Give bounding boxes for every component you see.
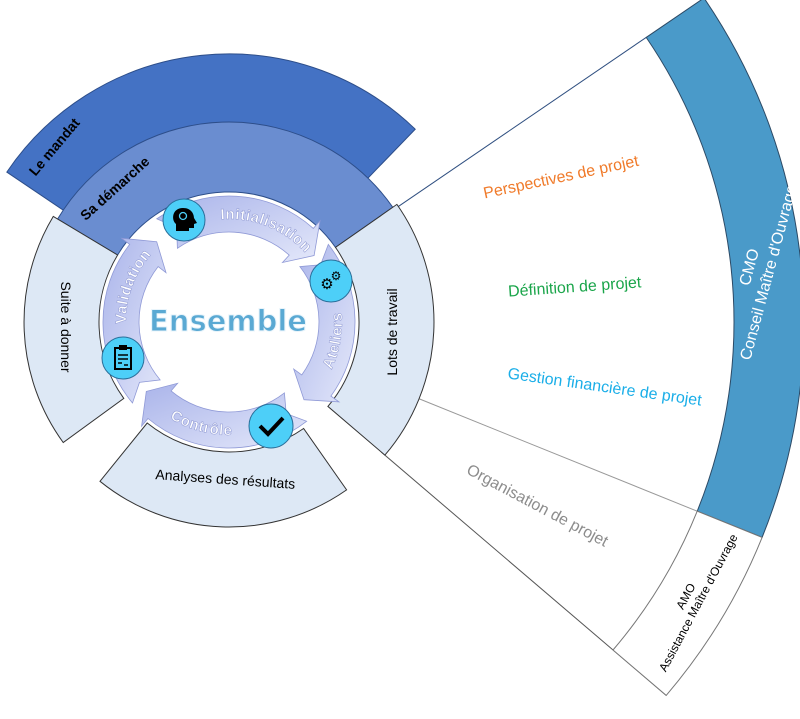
suite-label: Suite à donner [58, 281, 74, 372]
ensemble-title: Ensemble [149, 304, 307, 338]
lots-label: Lots de travail [384, 288, 400, 375]
analyses-segment [99, 422, 348, 528]
svg-text:⚙: ⚙ [320, 276, 333, 293]
lightbulb-head-icon [162, 198, 206, 242]
fan-area [381, 37, 735, 650]
checkmark-icon [248, 403, 294, 449]
amo-band [612, 510, 763, 697]
fan-top-edge [393, 36, 647, 210]
gears-icon: ⚙ ⚙ [309, 259, 353, 303]
clipboard-icon [101, 336, 145, 380]
organisation-divider [414, 396, 698, 512]
lots-segment [327, 203, 435, 456]
svg-text:⚙: ⚙ [331, 269, 342, 283]
